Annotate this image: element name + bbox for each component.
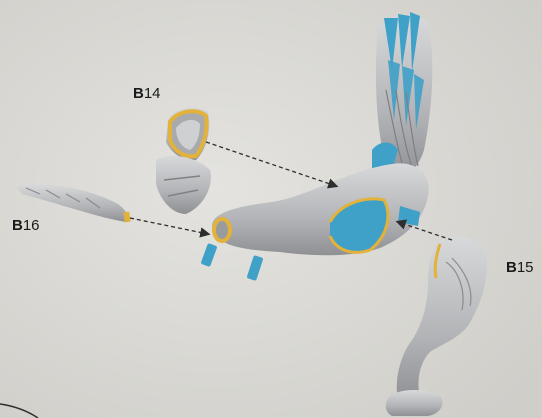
part-label-b16: B16: [12, 218, 40, 233]
part-label-b14: B14: [133, 86, 161, 101]
part-label-b15: B15: [506, 260, 534, 275]
